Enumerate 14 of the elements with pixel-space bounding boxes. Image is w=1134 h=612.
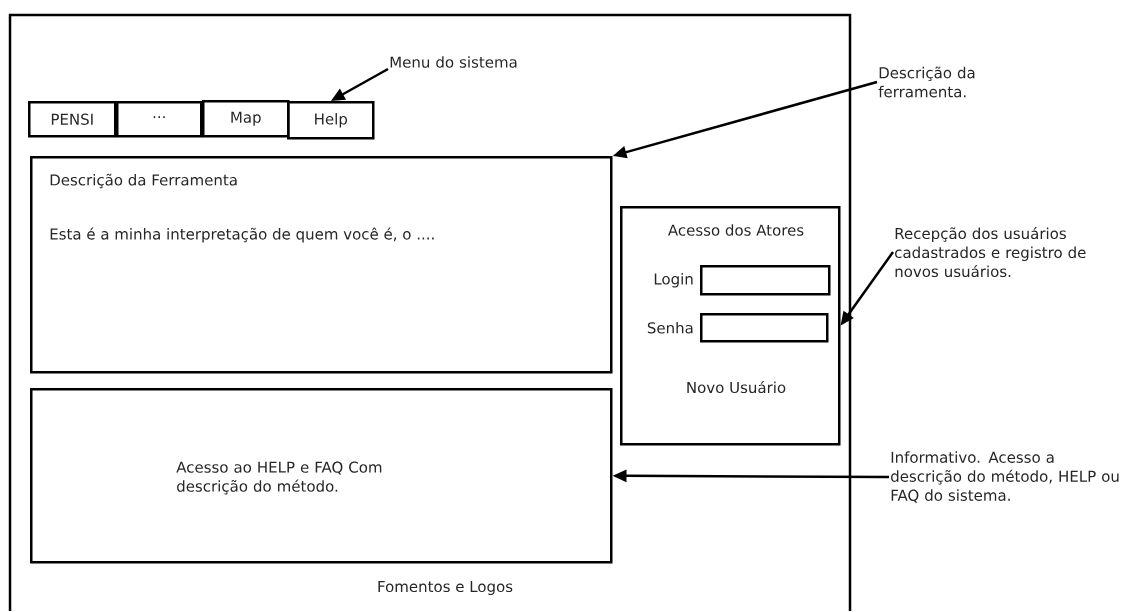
field-label: Login [654, 273, 693, 288]
menu-tab: Map [202, 100, 290, 138]
field-label: Senha [647, 321, 693, 334]
menu-tab: ··· [116, 101, 203, 138]
menu-tab: Help [287, 101, 375, 140]
text-field [700, 265, 831, 296]
annotation: Descrição da ferramenta. [878, 66, 975, 98]
text-field [700, 313, 829, 343]
annotation: Menu do sistema [390, 56, 517, 68]
panel: Descrição da Ferramenta Esta é a minha interpretação de quem você é, o .... [30, 156, 613, 374]
panel: Acesso ao HELP e FAQ Com descrição do método. [30, 388, 613, 564]
annotation: Informativo. Acesso a descrição do método, HELP ou FAQ do sistema. [891, 451, 1119, 503]
annotation: Recepção dos usuários cadastrados e registro de novos usuários. [895, 226, 1086, 278]
menu-tab: PENSI [28, 101, 117, 138]
